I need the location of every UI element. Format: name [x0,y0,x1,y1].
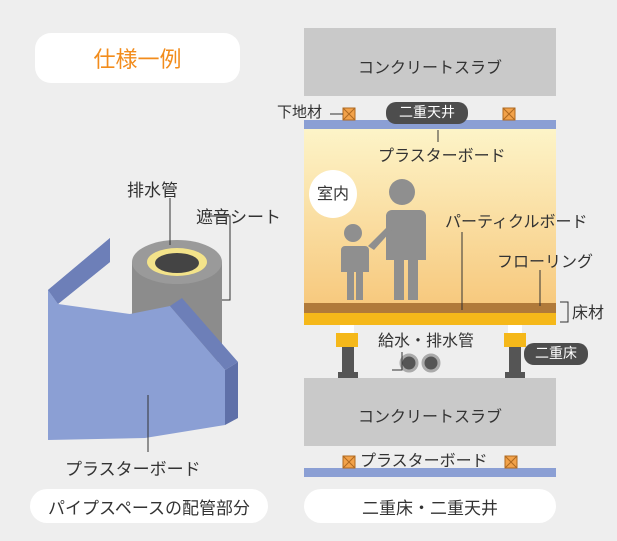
floor-material-label: 床材 [572,303,605,322]
bottom-plasterboard-label: プラスターボード [360,451,488,470]
particle-board-layer [304,313,556,325]
base-material-box-3 [342,455,356,469]
base-material-box-4 [504,455,518,469]
flooring-layer [304,303,556,313]
board-front [48,290,225,440]
sound-sheet-label: 遮音シート [196,208,281,228]
top-slab-label: コンクリートスラブ [357,58,502,77]
flooring-label: フローリング [497,252,594,271]
floor-support-right [504,325,526,378]
drain-pipe-inner [155,253,199,273]
left-plasterboard-label: プラスターボード [65,460,201,480]
indoor-label: 室内 [317,184,350,203]
room-space [304,129,556,304]
bottom-slab-label: コンクリートスラブ [357,407,502,426]
particle-board-label: パーティクルボード [445,212,588,231]
right-caption-text: 二重床・二重天井 [362,498,498,519]
title-pill: 仕様一例 [35,33,240,83]
top-concrete-slab [304,28,556,96]
people-silhouette [341,179,426,300]
base-material-box-2 [502,107,516,121]
bottom-concrete-slab [304,378,556,446]
drain-pipe-label: 排水管 [127,181,178,201]
board-front-edge [48,238,110,304]
left-caption-pill: パイプスペースの配管部分 [30,489,268,523]
board-right-face [170,298,238,370]
right-caption-pill: 二重床・二重天井 [304,489,556,523]
top-plasterboard-label: プラスターボード [378,146,506,165]
drain-pipe-small [421,353,441,373]
board-right-side [225,362,238,425]
pipe-space-illustration [48,198,238,452]
double-floor-pill: 二重床 [524,343,588,365]
water-pipe [399,353,419,373]
base-material-label: 下地材 [277,103,323,121]
top-plasterboard [304,120,556,129]
indoor-badge [309,170,357,218]
title-text: 仕様一例 [93,48,182,73]
base-material-box-1 [342,107,356,121]
water-pipes-label: 給水・排水管 [378,331,475,350]
left-caption-text: パイプスペースの配管部分 [48,498,250,519]
double-ceiling-pill: 二重天井 [386,102,468,124]
floor-support-left [336,325,358,378]
bottom-plasterboard [304,468,556,477]
